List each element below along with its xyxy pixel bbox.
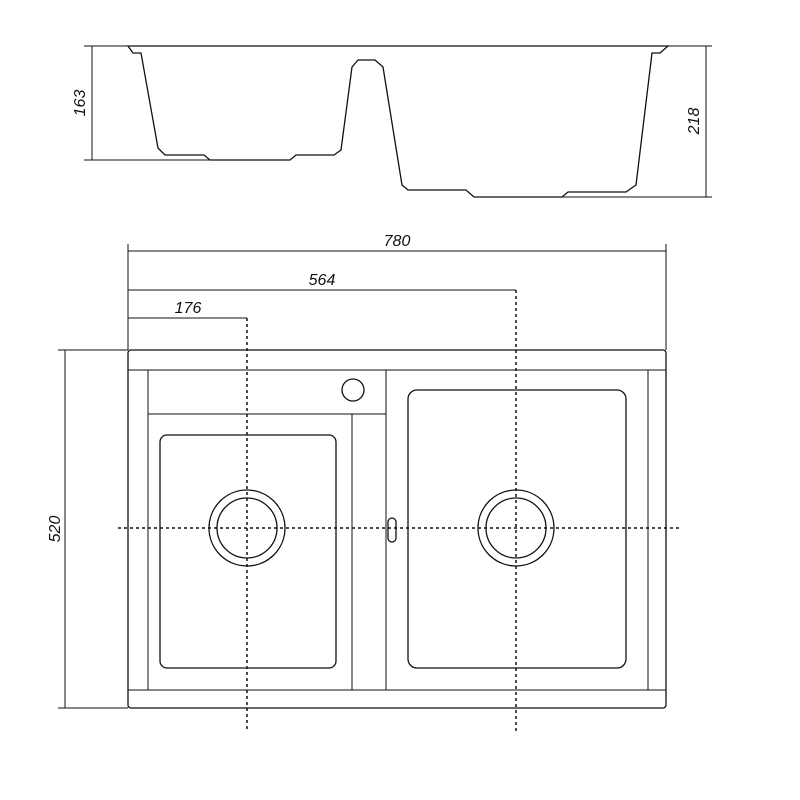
- left-drain-offset-label: 176: [175, 300, 202, 317]
- bowl-depth-right-dimension: 218: [562, 45, 712, 198]
- sink-outline: [127, 349, 667, 709]
- right-drain-offset-dimension: 564: [128, 272, 516, 291]
- sink-side-profile: [126, 45, 670, 198]
- bowl-depth-left-label: 163: [72, 90, 89, 117]
- overall-depth-dimension: 520: [47, 349, 128, 709]
- left-bowl: [159, 434, 337, 669]
- tap-hole: [341, 378, 365, 402]
- left-drain-offset-dimension: 176: [128, 300, 247, 319]
- overall-width-label: 780: [384, 233, 411, 250]
- right-bowl: [407, 389, 627, 669]
- overall-width-dimension: 780: [127, 233, 667, 350]
- centre-lines: [118, 290, 680, 732]
- bowl-depth-left-dimension: 163: [72, 45, 210, 161]
- bowl-depth-right-label: 218: [686, 108, 703, 136]
- overflow-slot: [387, 517, 397, 543]
- sink-top-view: [127, 349, 667, 709]
- overall-depth-label: 520: [47, 516, 64, 543]
- right-drain-offset-label: 564: [309, 272, 336, 289]
